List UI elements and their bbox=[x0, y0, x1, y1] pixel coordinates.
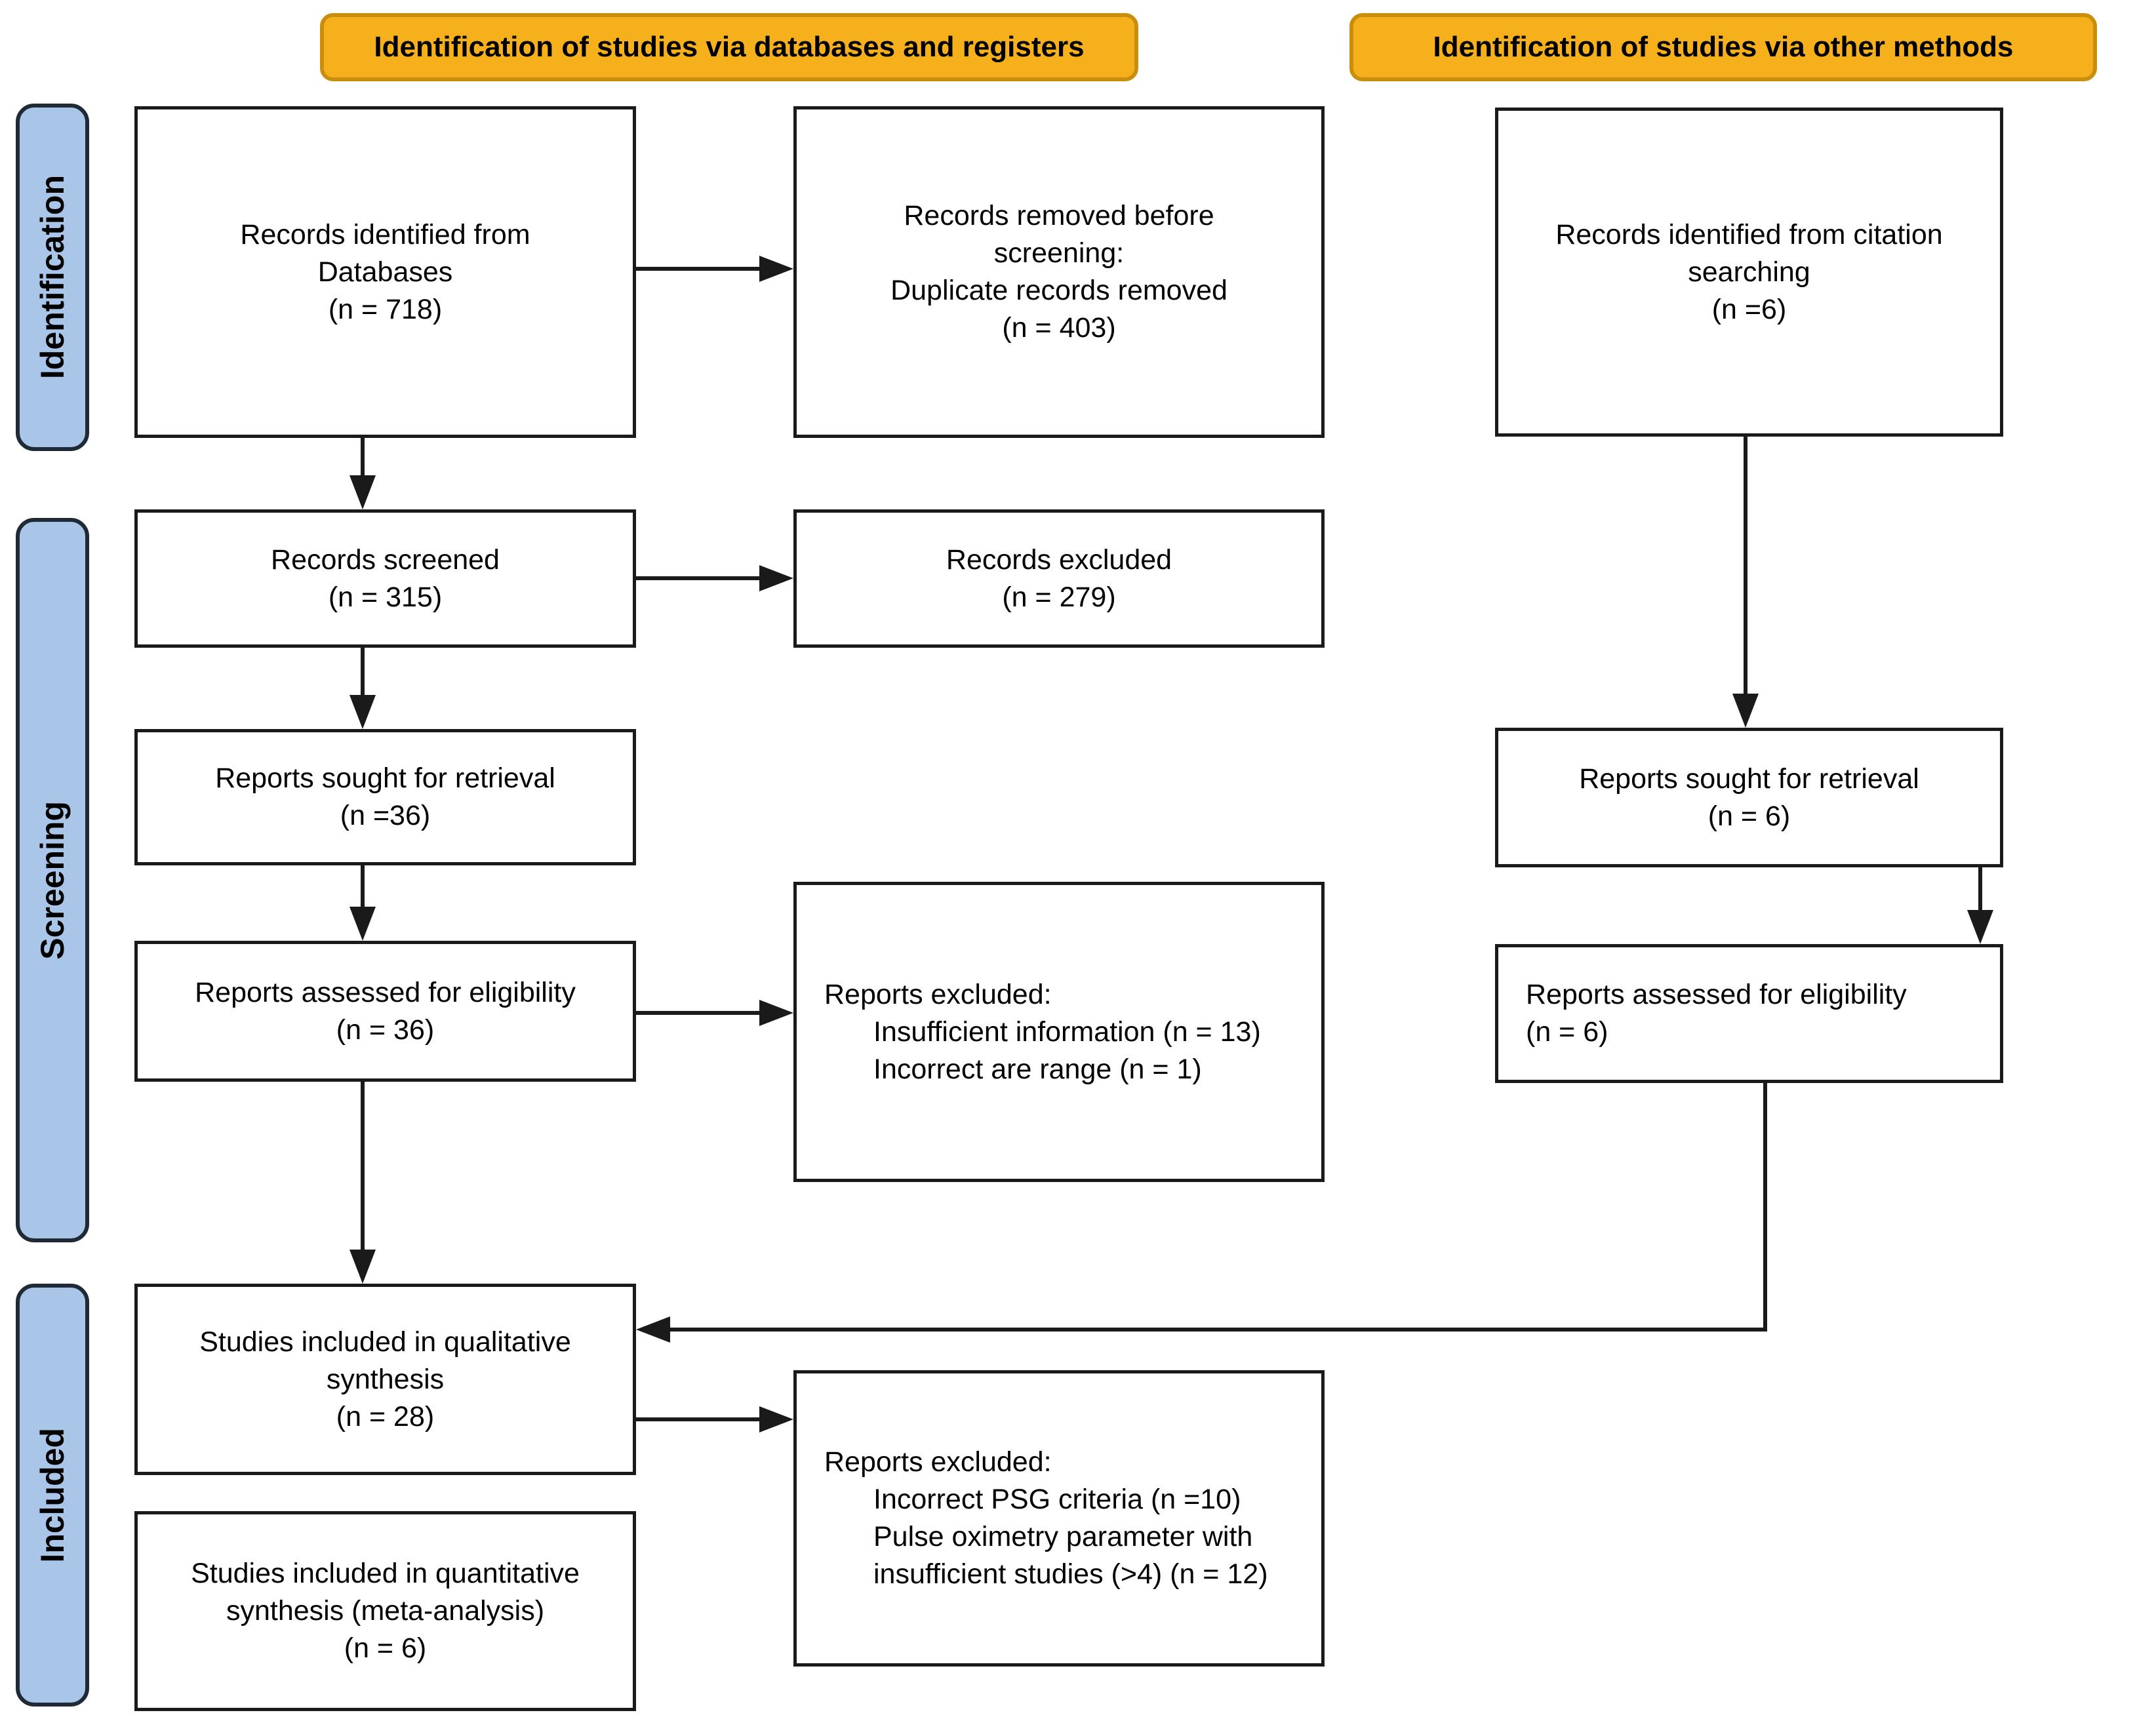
arrow-assessed-to-reports-excluded bbox=[636, 1000, 793, 1026]
box-reports-excluded-eligibility: Reports excluded: Insufficient informati… bbox=[793, 882, 1325, 1182]
text-line: Incorrect PSG criteria (n =10) bbox=[873, 1484, 1241, 1515]
arrow-sought-to-assessed bbox=[349, 865, 376, 941]
box-records-excluded: Records excluded (n = 279) bbox=[793, 509, 1325, 648]
stage-bar-screening: Screening bbox=[16, 518, 89, 1242]
box-studies-quantitative: Studies included in quantitative synthes… bbox=[134, 1511, 636, 1711]
arrow-citation-to-sought bbox=[1732, 437, 1759, 728]
text-line: (n = 6) bbox=[344, 1632, 427, 1664]
box-reports-assessed-databases: Reports assessed for eligibility (n = 36… bbox=[134, 941, 636, 1082]
text-line: synthesis (meta-analysis) bbox=[226, 1595, 545, 1627]
stage-bar-included: Included bbox=[16, 1284, 89, 1707]
text-line: Records screened bbox=[271, 543, 500, 576]
text-line: Records identified from bbox=[240, 218, 530, 250]
arrow-screened-to-sought bbox=[349, 648, 376, 729]
header-other-methods: Identification of studies via other meth… bbox=[1349, 13, 2097, 81]
text-line: Pulse oximetry parameter with bbox=[873, 1521, 1253, 1552]
text-line: searching bbox=[1688, 256, 1810, 288]
header-databases-registers: Identification of studies via databases … bbox=[320, 13, 1138, 81]
text-line: Reports assessed for eligibility bbox=[195, 976, 576, 1008]
text-line: Reports excluded: bbox=[824, 978, 1052, 1010]
text-line: Records removed before bbox=[904, 200, 1214, 231]
text-line: Reports excluded: bbox=[824, 1446, 1052, 1478]
text-line: (n = 6) bbox=[1526, 1016, 1608, 1048]
stage-label-screening: Screening bbox=[34, 800, 71, 960]
text-line: Records excluded bbox=[946, 543, 1172, 576]
arrow-qualitative-to-synthesis-excluded bbox=[636, 1406, 793, 1432]
text-line: (n = 718) bbox=[328, 293, 443, 325]
box-reports-sought-citation: Reports sought for retrieval (n = 6) bbox=[1495, 728, 2003, 867]
text-line: (n = 279) bbox=[1002, 581, 1116, 613]
text-line: Reports sought for retrieval bbox=[215, 762, 555, 794]
text-line: Incorrect are range (n = 1) bbox=[873, 1053, 1202, 1085]
text-line: Reports assessed for eligibility bbox=[1526, 979, 1907, 1010]
text-line: (n =6) bbox=[1711, 293, 1787, 325]
text-line: Records identified from citation bbox=[1555, 218, 1943, 250]
stage-label-included: Included bbox=[34, 1427, 71, 1563]
box-records-removed-before-screening: Records removed before screening: Duplic… bbox=[793, 106, 1325, 438]
text-line: insufficient studies (>4) (n = 12) bbox=[873, 1558, 1268, 1590]
text-line: (n = 36) bbox=[336, 1014, 435, 1046]
arrow-screened-to-excluded bbox=[636, 565, 793, 591]
text-line: (n = 28) bbox=[336, 1400, 435, 1432]
stage-bar-identification: Identification bbox=[16, 104, 89, 451]
text-line: (n = 403) bbox=[1002, 312, 1116, 344]
text-line: synthesis bbox=[326, 1363, 445, 1395]
arrow-assessed-to-qualitative bbox=[349, 1082, 376, 1284]
box-reports-excluded-synthesis: Reports excluded: Incorrect PSG criteria… bbox=[793, 1370, 1325, 1667]
arrow-citation-sought-to-assessed bbox=[1967, 867, 1993, 944]
box-records-identified-citation: Records identified from citation searchi… bbox=[1495, 108, 2003, 437]
text-line: (n = 315) bbox=[328, 581, 443, 613]
box-reports-assessed-citation: Reports assessed for eligibility (n = 6) bbox=[1495, 944, 2003, 1083]
text-line: (n =36) bbox=[340, 800, 431, 831]
text-line: Studies included in qualitative bbox=[199, 1326, 571, 1358]
box-records-identified-databases: Records identified from Databases (n = 7… bbox=[134, 106, 636, 438]
text-line: (n = 6) bbox=[1707, 800, 1791, 832]
text-line: Insufficient information (n = 13) bbox=[873, 1016, 1261, 1048]
text-line: Duplicate records removed bbox=[890, 275, 1228, 306]
box-records-screened: Records screened (n = 315) bbox=[134, 509, 636, 648]
box-reports-sought-databases: Reports sought for retrieval (n =36) bbox=[134, 729, 636, 865]
header-databases-registers-label: Identification of studies via databases … bbox=[374, 31, 1085, 63]
text-line: screening: bbox=[993, 237, 1125, 269]
arrow-identified-to-screened bbox=[349, 438, 376, 509]
text-line: Studies included in quantitative bbox=[191, 1558, 580, 1589]
box-studies-qualitative: Studies included in qualitative synthesi… bbox=[134, 1284, 636, 1475]
stage-label-identification: Identification bbox=[34, 175, 71, 380]
text-line: Reports sought for retrieval bbox=[1579, 762, 1919, 795]
text-line: Databases bbox=[317, 256, 453, 288]
arrow-identified-to-removed bbox=[636, 256, 793, 282]
header-other-methods-label: Identification of studies via other meth… bbox=[1433, 31, 2014, 63]
